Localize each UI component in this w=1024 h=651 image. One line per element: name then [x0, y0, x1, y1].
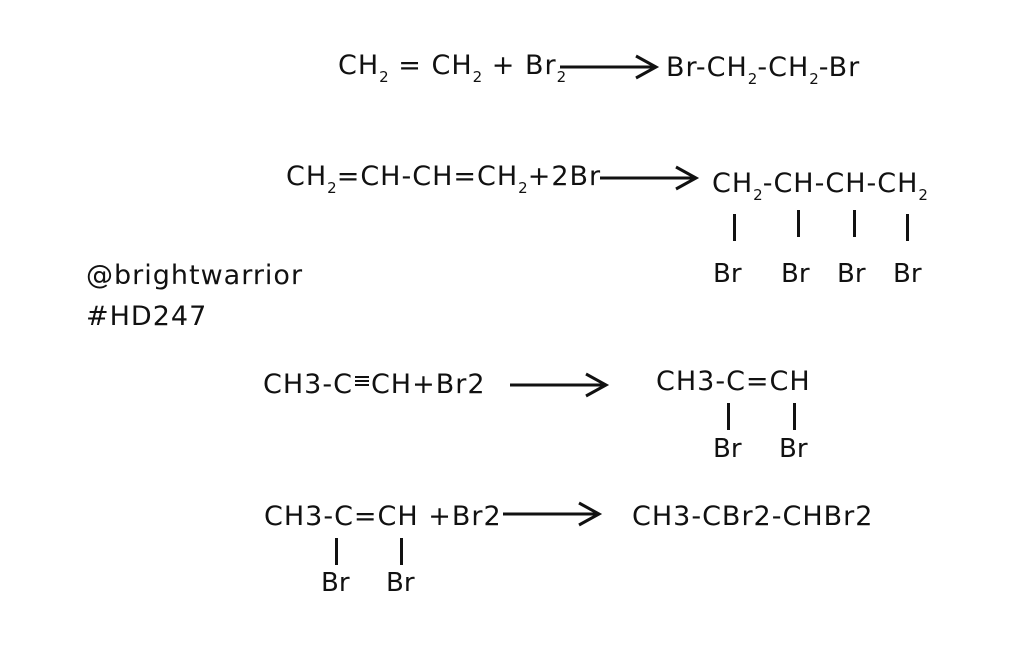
r4-product: CH3-CBr2-CHBr2 — [632, 501, 874, 532]
r2-br-4: Br — [893, 259, 922, 289]
r2-br-2: Br — [781, 259, 810, 289]
r2-bond-1 — [733, 214, 736, 241]
watermark-tag: #HD247 — [86, 301, 208, 332]
r4-br-2: Br — [386, 568, 415, 598]
r2-bond-3 — [853, 210, 856, 237]
r3-br-1: Br — [713, 434, 742, 464]
r2-bond-4 — [906, 214, 909, 241]
r2-br-3: Br — [837, 259, 866, 289]
r2-bond-2 — [797, 210, 800, 237]
r3-product: CH3-C=CH — [656, 366, 811, 397]
r2-arrow — [600, 165, 700, 191]
r4-arrow — [503, 501, 603, 527]
r3-br-2: Br — [779, 434, 808, 464]
r2-reactants: CH2=CH-CH=CH2+2Br — [286, 161, 602, 197]
r2-product: CH2-CH-CH-CH2 — [712, 168, 928, 204]
triple-bond — [354, 374, 369, 388]
r4-reactants: CH3-C=CH +Br2 — [264, 501, 502, 532]
r1-arrow — [560, 54, 660, 80]
r2-br-1: Br — [713, 259, 742, 289]
r3-bond-2 — [793, 403, 796, 430]
r4-br-1: Br — [321, 568, 350, 598]
r1-reactants: CH2 = CH2 + Br2 — [338, 50, 567, 86]
r3-bond-1 — [727, 403, 730, 430]
r4-bond-1 — [335, 538, 338, 565]
r1-product: Br-CH2-CH2-Br — [666, 52, 861, 88]
r3-arrow — [510, 372, 610, 398]
watermark-handle: @brightwarrior — [86, 260, 304, 291]
r4-bond-2 — [400, 538, 403, 565]
